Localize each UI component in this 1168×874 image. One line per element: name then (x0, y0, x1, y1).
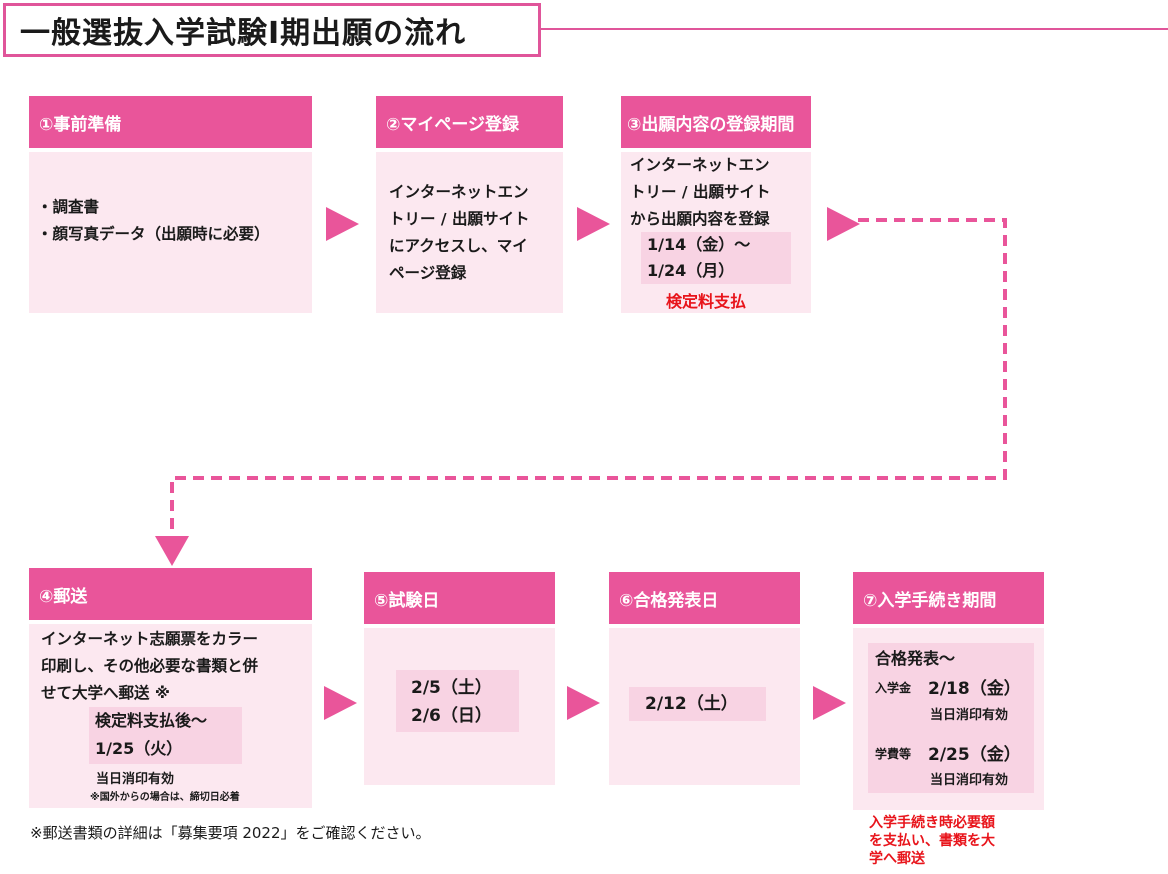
arrow-right-icon (324, 686, 357, 720)
step4-stamp: 当日消印有効 (96, 772, 175, 787)
step3-date-end: 1/24（月） (647, 261, 735, 280)
title-rule (541, 28, 1168, 30)
step5-header: ⑤試験日 (364, 572, 555, 624)
step4-overseas-note: ※国外からの場合は、締切日必着 (90, 792, 240, 803)
step3-line: トリー / 出願サイト (630, 183, 771, 201)
step2-header: ②マイページ登録 (376, 96, 563, 148)
step3-note: 検定料支払 (666, 292, 747, 311)
step7-label-fee: 入学金 (875, 681, 912, 695)
step7-date-tuition: 2/25（金） (928, 745, 1021, 765)
arrow-down-icon (155, 536, 189, 566)
step1-body: ・調査書 ・顔写真データ（出願時に必要） (29, 152, 312, 313)
step7-stamp-fee: 当日消印有効 (930, 708, 1009, 723)
step5-date: 2/5（土） (411, 678, 492, 698)
footnote: ※郵送書類の詳細は「募集要項 2022」をご確認ください。 (30, 824, 431, 842)
arrow-right-icon (326, 207, 359, 241)
step4-line: せて大学へ郵送 ※ (41, 684, 170, 702)
step4-deadline-date: 1/25（火） (95, 739, 183, 758)
step4-deadline-label: 検定料支払後～ (95, 711, 208, 730)
step7-header: ⑦入学手続き期間 (853, 572, 1044, 624)
step3-header: ③出願内容の登録期間 (621, 96, 811, 148)
step4-body: インターネット志願票をカラー 印刷し、その他必要な書類と併 せて大学へ郵送 ※ (29, 624, 312, 808)
step1-item: ・顔写真データ（出願時に必要） (37, 225, 270, 243)
step2-line: トリー / 出願サイト (389, 210, 530, 228)
step3-line: から出願内容を登録 (630, 210, 770, 228)
step7-panel (868, 643, 1034, 793)
step5-date: 2/6（日） (411, 706, 492, 726)
step6-date: 2/12（土） (629, 687, 766, 721)
step3-date-start: 1/14（金）～ (647, 235, 751, 254)
arrow-right-icon (567, 686, 600, 720)
step4-line: 印刷し、その他必要な書類と併 (41, 657, 259, 675)
arrow-right-icon (813, 686, 846, 720)
step2-line: ページ登録 (389, 264, 467, 282)
arrow-right-icon (827, 207, 860, 241)
step7-date-fee: 2/18（金） (928, 679, 1021, 699)
step5-dates: 2/5（土） 2/6（日） (396, 670, 519, 732)
step2-line: にアクセスし、マイ (389, 237, 528, 255)
step3-line: インターネットエン (630, 156, 770, 174)
step7-label-tuition: 学費等 (875, 747, 912, 761)
step3-period: 1/14（金）～ 1/24（月） (641, 232, 791, 284)
step7-note-line: 学へ郵送 (869, 851, 925, 867)
step7-note-line: 入学手続き時必要額 (869, 815, 995, 831)
step7-stamp-tuition: 当日消印有効 (930, 773, 1009, 788)
page-title: 一般選抜入学試験Ⅰ期出願の流れ (3, 3, 541, 57)
step6-header: ⑥合格発表日 (609, 572, 800, 624)
step4-deadline: 検定料支払後～ 1/25（火） (89, 707, 242, 764)
step7-note-line: を支払い、書類を大 (869, 833, 995, 849)
step4-line: インターネット志願票をカラー (41, 630, 259, 648)
step2-line: インターネットエン (389, 183, 529, 201)
step7-note: 入学手続き時必要額 を支払い、書類を大 学へ郵送 (869, 814, 995, 868)
step2-body: インターネットエン トリー / 出願サイト にアクセスし、マイ ページ登録 (376, 152, 563, 313)
step1-item: ・調査書 (37, 198, 100, 216)
step4-header: ④郵送 (29, 568, 312, 620)
step1-header: ①事前準備 (29, 96, 312, 148)
step7-from: 合格発表～ (875, 649, 956, 668)
arrow-right-icon (577, 207, 610, 241)
